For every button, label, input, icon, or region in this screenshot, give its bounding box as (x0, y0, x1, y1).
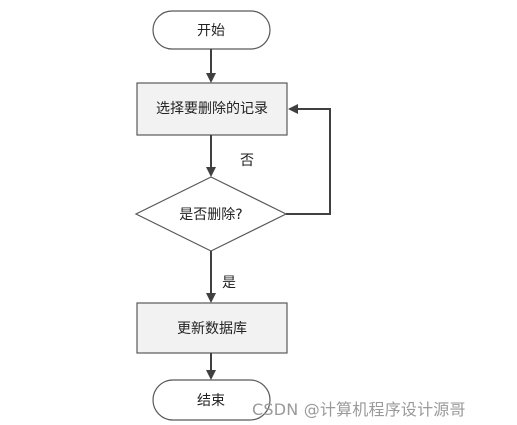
select-record-label: 选择要删除的记录 (156, 101, 268, 117)
watermark-text: CSDN @计算机程序设计源哥 (252, 400, 466, 419)
end-node: 结束 (152, 379, 271, 421)
update-database-label: 更新数据库 (177, 321, 247, 337)
select-record-node: 选择要删除的记录 (136, 82, 288, 136)
update-database-node: 更新数据库 (136, 302, 288, 354)
no-label: 否 (240, 153, 254, 169)
start-node: 开始 (152, 10, 271, 50)
yes-label: 是 (222, 275, 236, 291)
end-node-label: 结束 (197, 393, 225, 409)
delete-decision-label: 是否删除? (179, 207, 242, 223)
edge-no-loop-back (286, 104, 331, 215)
start-node-label: 开始 (197, 23, 225, 39)
delete-decision-node: 是否删除? (134, 176, 288, 252)
